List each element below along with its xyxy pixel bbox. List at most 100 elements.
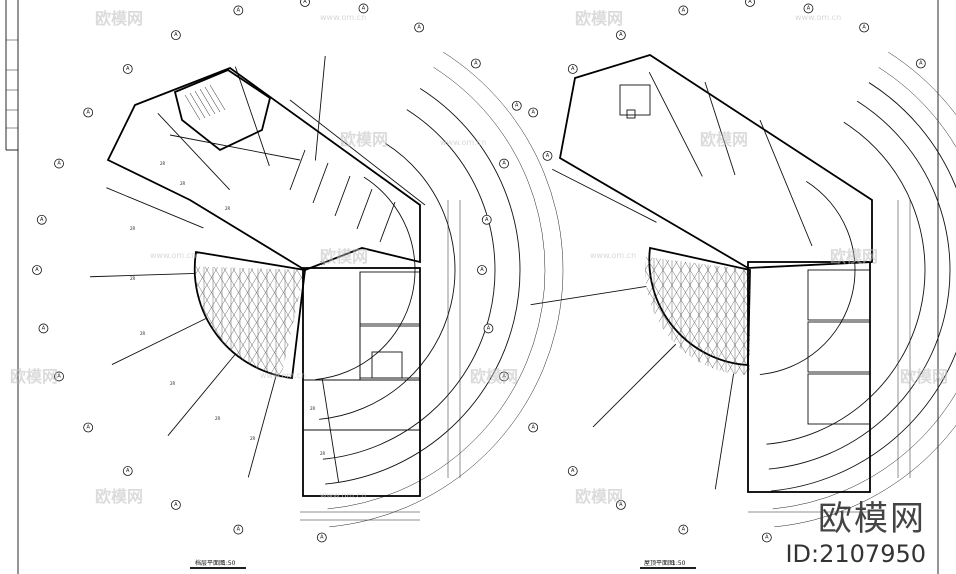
space-frame-member — [447, 160, 579, 380]
space-frame-member — [357, 160, 489, 380]
plan-arc — [329, 51, 564, 528]
space-frame-member — [375, 160, 507, 380]
space-frame-member — [393, 160, 525, 380]
grid-bubble-circle — [745, 0, 755, 7]
grid-bubble-circle — [233, 524, 244, 535]
right-diagonal-wing — [558, 54, 873, 269]
watermark-url: www.om.cn — [320, 13, 366, 22]
grid-bubble: A — [54, 371, 64, 382]
space-frame-member — [230, 266, 305, 378]
space-frame-member — [0, 160, 129, 380]
grid-bubble-circle — [542, 150, 553, 161]
space-frame-member — [906, 165, 956, 375]
space-frame-member — [411, 165, 537, 375]
space-frame-member — [456, 160, 588, 380]
left-plan-scale: 1:50 — [222, 560, 236, 567]
grid-bubble-label: A — [748, 0, 752, 5]
room-label: 2R — [310, 406, 316, 411]
grid-bubble: A — [414, 22, 425, 33]
space-frame-member — [195, 266, 202, 378]
space-frame-member — [195, 266, 229, 378]
plan-arc — [327, 67, 546, 510]
radial-axis — [111, 317, 207, 365]
space-frame-member — [0, 160, 93, 380]
left-upper-bays — [289, 149, 396, 243]
space-frame-member — [212, 266, 305, 378]
watermark-url: www.om.cn — [590, 251, 636, 260]
space-frame-member — [248, 266, 305, 378]
grid-bubble-label: A — [237, 7, 241, 13]
space-frame-member — [375, 160, 507, 380]
grid-bubble-label: A — [474, 61, 478, 67]
plan-arc — [315, 176, 416, 380]
left-stair-2 — [371, 351, 403, 379]
grid-bubble-circle — [54, 371, 64, 382]
room-label: 2R — [225, 206, 231, 211]
grid-bubble: A — [170, 499, 181, 510]
plan-arc — [770, 82, 956, 492]
space-frame-member — [195, 266, 305, 378]
space-frame-member — [492, 165, 618, 375]
room-label: 2R — [320, 451, 326, 456]
space-frame-member — [644, 256, 655, 375]
grid-bubble-circle — [470, 58, 481, 69]
space-frame-member — [339, 160, 471, 380]
grid-bubble: A — [567, 64, 578, 74]
left-plan-title: 档层平面图 — [195, 559, 225, 567]
space-frame-member — [195, 266, 238, 378]
space-frame-member — [0, 160, 102, 380]
space-frame-member — [60, 160, 192, 380]
grid-bubble: A — [54, 158, 64, 169]
left-plan-radial-axes — [90, 55, 340, 483]
space-frame-member — [644, 256, 664, 375]
space-frame-member — [870, 165, 956, 375]
space-frame-member — [195, 266, 305, 378]
radial-axis — [321, 378, 340, 483]
grid-bubble-label: A — [362, 5, 366, 11]
left-atrium-outline — [193, 250, 306, 379]
grid-bubble: A — [477, 265, 487, 275]
space-frame-member — [221, 266, 305, 378]
radial-axis — [157, 112, 231, 191]
space-frame-member — [906, 165, 956, 375]
space-frame-member — [0, 160, 93, 380]
grid-bubble: A — [745, 0, 755, 7]
grid-bubble-circle — [233, 5, 244, 16]
grid-bubble-label: A — [919, 61, 923, 67]
space-frame-member — [897, 165, 956, 375]
space-frame-member — [0, 160, 57, 380]
grid-bubble-label: A — [237, 527, 241, 533]
grid-bubble-circle — [170, 499, 181, 510]
space-frame-member — [51, 160, 183, 380]
grid-bubble-circle — [528, 107, 539, 118]
grid-bubble: A — [511, 100, 522, 111]
grid-bubble: A — [36, 214, 47, 225]
grid-bubble: A — [300, 0, 310, 7]
space-frame-member — [312, 160, 444, 380]
space-frame-member — [879, 165, 956, 375]
space-frame-member — [24, 160, 156, 380]
plan-arc — [319, 142, 456, 420]
grid-bubble-label: A — [42, 325, 46, 331]
grid-bubble-label: A — [40, 217, 44, 223]
grid-bubble-circle — [316, 532, 327, 543]
radial-axis — [90, 273, 196, 278]
grid-bubble-circle — [358, 3, 369, 14]
grid-bubble-label: A — [487, 325, 491, 331]
plan-arc — [772, 67, 956, 510]
space-frame-member — [357, 160, 489, 380]
space-frame-member — [897, 165, 956, 375]
grid-bubble-circle — [170, 30, 181, 41]
space-frame-member — [195, 266, 211, 378]
space-frame-member — [330, 160, 462, 380]
right-plan-scale: 1:50 — [672, 560, 686, 567]
watermark-brand: 欧模网 — [575, 487, 623, 506]
left-plan-arcs — [315, 51, 564, 528]
room-label: 2R — [215, 416, 221, 421]
space-frame-member — [644, 256, 682, 375]
space-frame-member — [870, 165, 956, 375]
watermark-brand: 欧模网 — [340, 130, 388, 149]
grid-bubble: A — [170, 30, 181, 41]
